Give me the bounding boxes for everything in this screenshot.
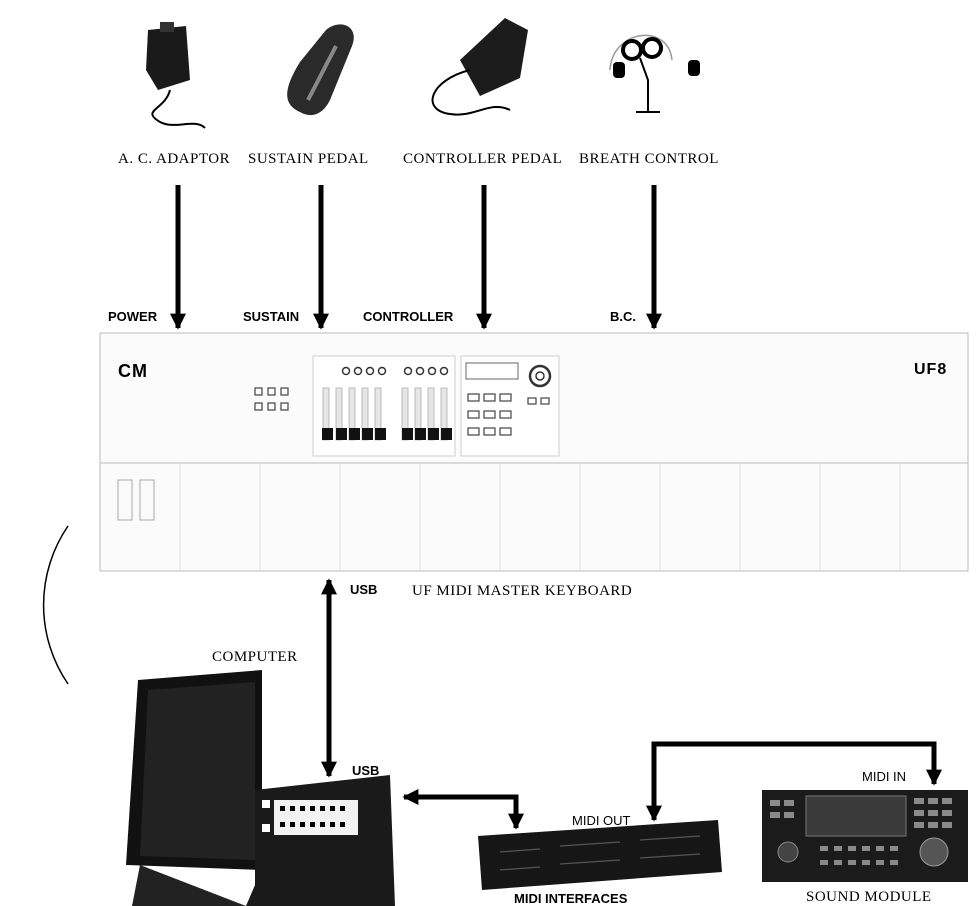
controller-pedal-icon — [431, 18, 528, 116]
top-arrows — [169, 185, 663, 330]
computer-label: COMPUTER — [212, 649, 298, 665]
midi-master-keyboard — [99, 332, 969, 572]
sustain-pedal-label: SUSTAIN PEDAL — [248, 151, 369, 167]
brand-logo-left: CM — [118, 361, 148, 381]
power-port-label: POWER — [108, 309, 158, 324]
bc-port-label: B.C. — [610, 309, 636, 324]
controller-pedal-label: CONTROLLER PEDAL — [403, 151, 563, 167]
midi-in-label: MIDI IN — [862, 769, 907, 784]
ac-adaptor-icon — [146, 22, 206, 129]
sound-module-label: SOUND MODULE — [806, 889, 932, 905]
computer-interface-link — [402, 788, 525, 830]
brand-logo-right: UF8 — [914, 361, 948, 378]
midi-out-label: MIDI OUT — [572, 813, 631, 828]
breath-control-label: BREATH CONTROL — [579, 151, 719, 167]
ac-adaptor-label: A. C. ADAPTOR — [118, 151, 231, 167]
midi-interfaces-icon — [478, 820, 722, 890]
computer-icon — [126, 670, 395, 906]
sustain-pedal-icon — [287, 24, 354, 116]
sustain-port-label: SUSTAIN — [243, 309, 300, 324]
breath-control-icon — [609, 34, 700, 113]
cable-arc — [42, 525, 69, 685]
usb-computer-label: USB — [352, 763, 380, 778]
midi-out-in-link — [645, 741, 943, 822]
midi-interfaces-label: MIDI INTERFACES — [514, 891, 628, 906]
usb-keyboard-label: USB — [350, 582, 378, 597]
sound-module-icon — [762, 790, 968, 882]
keyboard-caption: UF MIDI MASTER KEYBOARD — [412, 583, 633, 599]
controller-port-label: CONTROLLER — [363, 309, 454, 324]
